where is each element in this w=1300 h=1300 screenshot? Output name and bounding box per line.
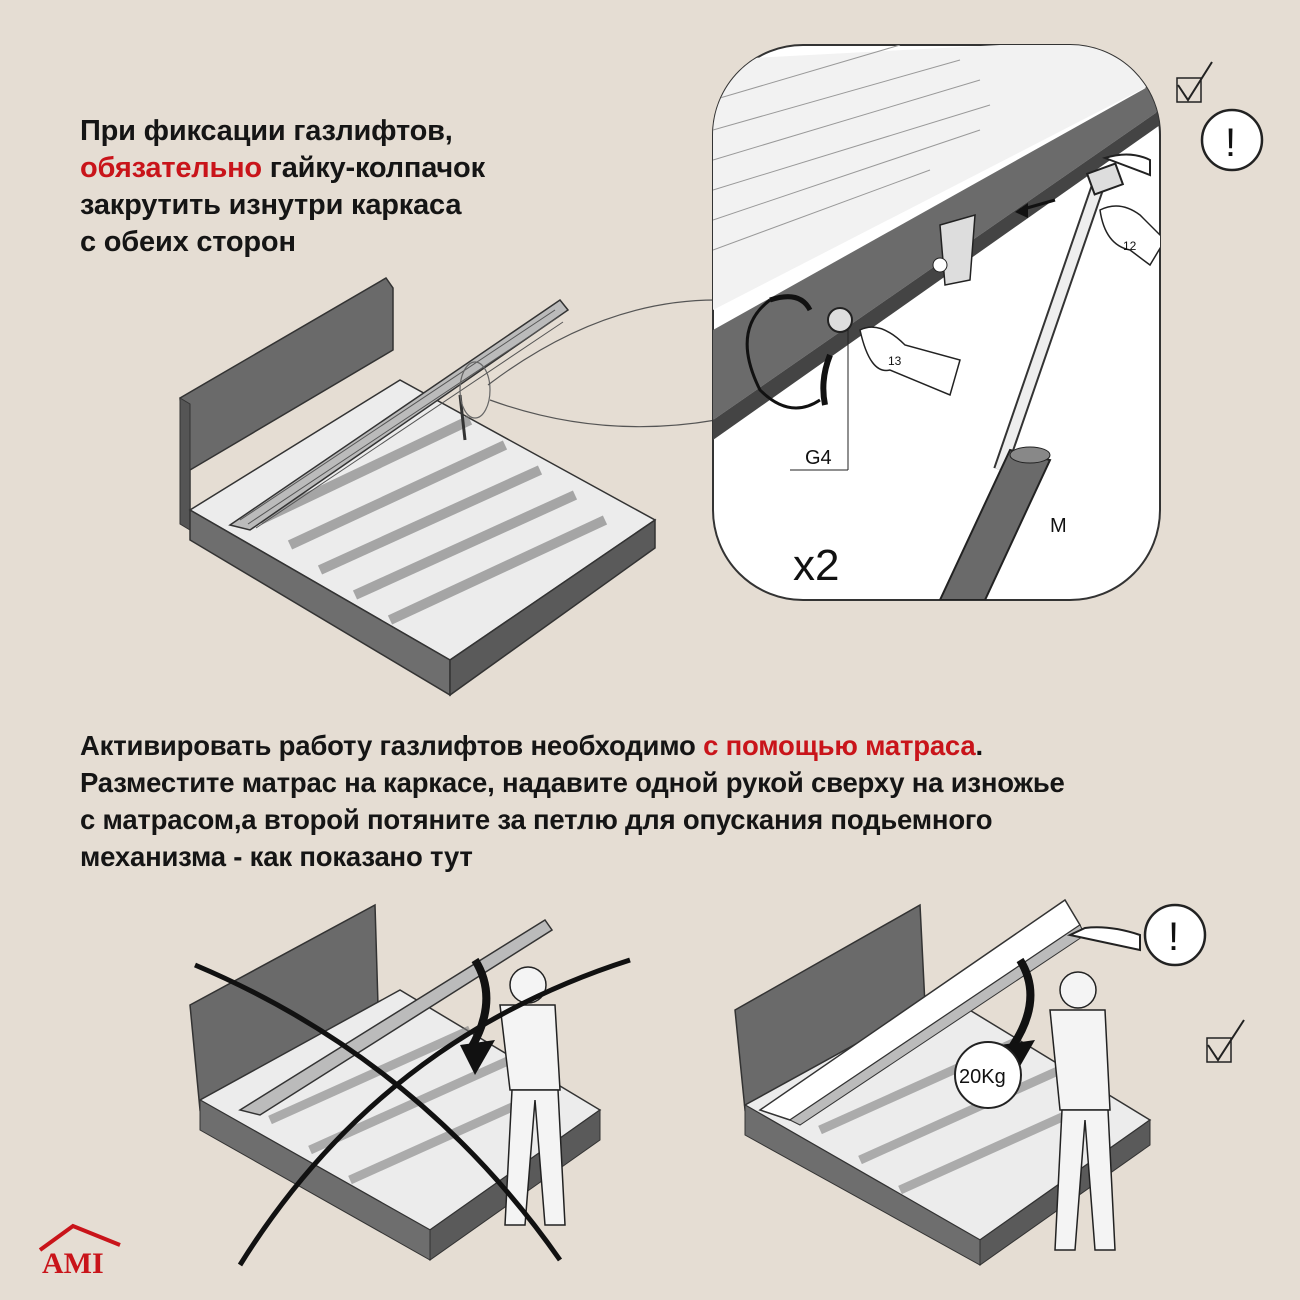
warning-mark: ! (1168, 915, 1179, 959)
top-instruction: При фиксации газлифтов, обязательно гайк… (80, 113, 600, 261)
top-line-2: обязательно гайку-колпачок (80, 150, 600, 187)
wrench-12-label: 12 (1123, 239, 1137, 253)
logo-text: AMI (42, 1247, 104, 1280)
warning-icon (1200, 108, 1264, 172)
warning-mark: ! (1225, 121, 1236, 165)
person-figure (1049, 971, 1116, 1251)
person-figure (499, 966, 566, 1226)
correct-method-illustration: 20Kg ! (734, 898, 1245, 1266)
top-line-3: закрутить изнутри каркаса (80, 189, 462, 221)
top-line-4: с обеих сторон (80, 226, 296, 258)
detail-panel: G4 M x2 13 12 ! (712, 44, 1264, 601)
bottom-line-1: Активировать работу газлифтов необходимо… (80, 727, 1260, 764)
top-bed-illustration (179, 277, 717, 697)
warning-icon (1143, 903, 1207, 967)
checkmark-box-icon (1206, 1019, 1245, 1063)
wrench-13-label: 13 (888, 354, 902, 368)
top-line-1: При фиксации газлифтов, (80, 115, 453, 147)
highlight-mandatory: обязательно (80, 152, 262, 184)
checkmark-box-icon (1176, 61, 1213, 103)
weight-badge (954, 1041, 1022, 1109)
label-g4: G4 (805, 447, 832, 469)
highlight-mattress: с помощью матраса (703, 730, 976, 761)
bottom-line-4: механизма - как показано тут (80, 841, 473, 872)
wrong-method-illustration (189, 903, 631, 1267)
label-m: M (1050, 515, 1067, 537)
bottom-line-1-start: Активировать работу газлифтов необходимо (80, 730, 704, 761)
bottom-line-2: Разместите матрас на каркасе, надавите о… (80, 767, 1065, 798)
top-line-2-rest: гайку-колпачок (261, 152, 485, 184)
bottom-instruction: Активировать работу газлифтов необходимо… (80, 727, 1260, 875)
bottom-line-3: с матрасом,а второй потяните за петлю дл… (80, 804, 993, 835)
ami-logo: AMI (38, 1223, 121, 1280)
label-x2: x2 (793, 541, 839, 590)
bottom-line-1-end: . (975, 730, 983, 761)
weight-label: 20Kg (959, 1066, 1006, 1088)
